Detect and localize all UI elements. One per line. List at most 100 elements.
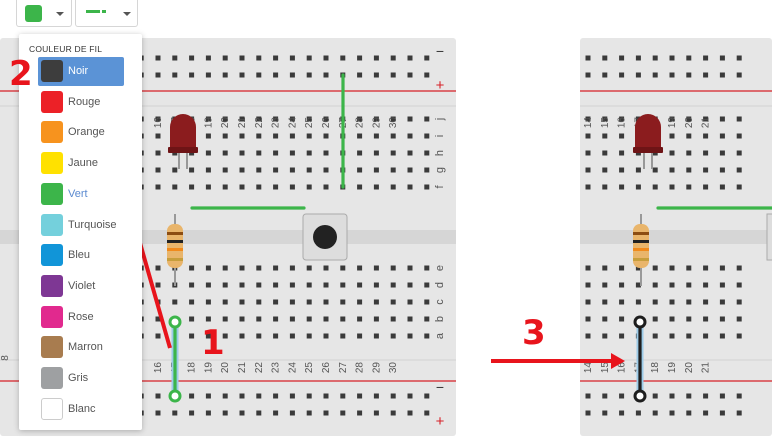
column-number: 29 <box>371 362 382 374</box>
color-option-turquoise[interactable]: Turquoise <box>38 211 124 240</box>
arrow-head <box>611 353 625 369</box>
column-number: 21 <box>237 362 248 374</box>
color-swatch <box>41 213 63 236</box>
color-option-violet[interactable]: Violet <box>38 272 124 301</box>
step-3-label: 3 <box>522 313 546 353</box>
column-number: 14 <box>583 362 594 374</box>
column-number: 14 <box>583 117 594 129</box>
column-number: 21 <box>237 117 248 129</box>
column-number: 19 <box>203 117 214 129</box>
column-number: 19 <box>203 362 214 374</box>
color-option-noir[interactable]: Noir <box>38 57 124 86</box>
column-number: 26 <box>321 362 332 374</box>
color-label: Turquoise <box>68 218 117 231</box>
column-number: 22 <box>254 117 265 129</box>
color-option-rose[interactable]: Rose <box>38 303 124 332</box>
color-swatch <box>41 305 63 328</box>
selected-color-swatch <box>25 5 42 22</box>
color-option-jaune[interactable]: Jaune <box>38 149 124 178</box>
column-number: 16 <box>617 362 628 374</box>
color-option-vert[interactable]: Vert <box>38 180 124 209</box>
color-label: Violet <box>68 279 96 292</box>
color-label: Rose <box>68 310 94 323</box>
color-swatch <box>41 90 63 113</box>
color-swatch <box>41 367 63 389</box>
column-number: 25 <box>304 117 315 129</box>
row-letter: h <box>434 150 446 156</box>
column-number: 16 <box>153 117 164 129</box>
column-number: 21 <box>701 117 712 129</box>
column-number: 16 <box>153 362 164 374</box>
column-number: 20 <box>684 362 695 374</box>
color-swatch <box>41 244 63 267</box>
step-1-label: 1 <box>201 323 225 363</box>
color-option-blanc[interactable]: Blanc <box>38 395 124 424</box>
column-number: 20 <box>684 117 695 129</box>
chevron-down-icon <box>123 12 131 16</box>
column-number: 24 <box>287 362 298 374</box>
column-number: 24 <box>287 117 298 129</box>
color-label: Vert <box>68 187 88 200</box>
row-letter: a <box>434 332 446 339</box>
wire-style-icon <box>86 10 106 13</box>
color-swatch <box>41 60 63 82</box>
color-option-marron[interactable]: Marron <box>38 333 124 362</box>
row-letter: b <box>434 316 446 322</box>
rail-minus-label: − <box>436 43 444 59</box>
color-swatch <box>41 274 63 297</box>
column-number: 20 <box>220 362 231 374</box>
column-number: 30 <box>388 117 399 129</box>
push-button-partial <box>766 213 772 261</box>
wire-color-button[interactable] <box>16 0 72 27</box>
row-letter: d <box>434 282 446 288</box>
color-option-orange[interactable]: Orange <box>38 118 124 147</box>
color-label: Bleu <box>68 249 91 262</box>
column-number: 28 <box>355 117 366 129</box>
chevron-down-icon <box>56 12 64 16</box>
column-number: 21 <box>701 362 712 374</box>
column-number: 25 <box>304 362 315 374</box>
led <box>635 114 661 149</box>
column-number: 18 <box>650 362 661 374</box>
color-swatch <box>41 397 63 420</box>
color-option-gris[interactable]: Gris <box>38 364 124 393</box>
column-number: 30 <box>388 362 399 374</box>
color-label: Noir <box>68 65 89 77</box>
row-letter: c <box>434 299 446 305</box>
row-letter: j <box>434 118 446 121</box>
menu-title: COULEUR DE FIL <box>29 44 103 54</box>
column-number: 20 <box>220 117 231 129</box>
color-option-bleu[interactable]: Bleu <box>38 241 124 270</box>
column-number: 16 <box>617 117 628 129</box>
column-number: 29 <box>371 117 382 129</box>
breadboard-right[interactable]: 14141515161617171818191920202121 <box>580 38 772 436</box>
column-number: 19 <box>667 362 678 374</box>
column-number: 27 <box>338 362 349 374</box>
color-swatch <box>41 121 63 144</box>
rail-plus-label: + <box>436 413 445 430</box>
column-number: 23 <box>271 117 282 129</box>
color-label: Jaune <box>68 157 98 170</box>
led <box>170 114 196 149</box>
row-letter: i <box>434 135 446 137</box>
column-number: 8 <box>0 355 11 361</box>
column-number: 28 <box>355 362 366 374</box>
components-layer <box>167 73 772 403</box>
column-number: 19 <box>667 117 678 129</box>
color-label: Rouge <box>68 95 101 108</box>
color-swatch <box>41 336 63 359</box>
column-number: 15 <box>600 117 611 129</box>
column-number: 18 <box>187 362 198 374</box>
color-label: Marron <box>68 341 103 354</box>
color-label: Gris <box>68 372 89 384</box>
row-letter: g <box>434 167 446 173</box>
wire-style-button[interactable] <box>75 0 138 27</box>
column-number: 26 <box>321 117 332 129</box>
rail-plus-label: + <box>436 77 445 94</box>
resistor <box>633 224 649 268</box>
color-option-rouge[interactable]: Rouge <box>38 88 124 117</box>
center-channel <box>580 230 772 244</box>
resistor <box>167 224 183 268</box>
